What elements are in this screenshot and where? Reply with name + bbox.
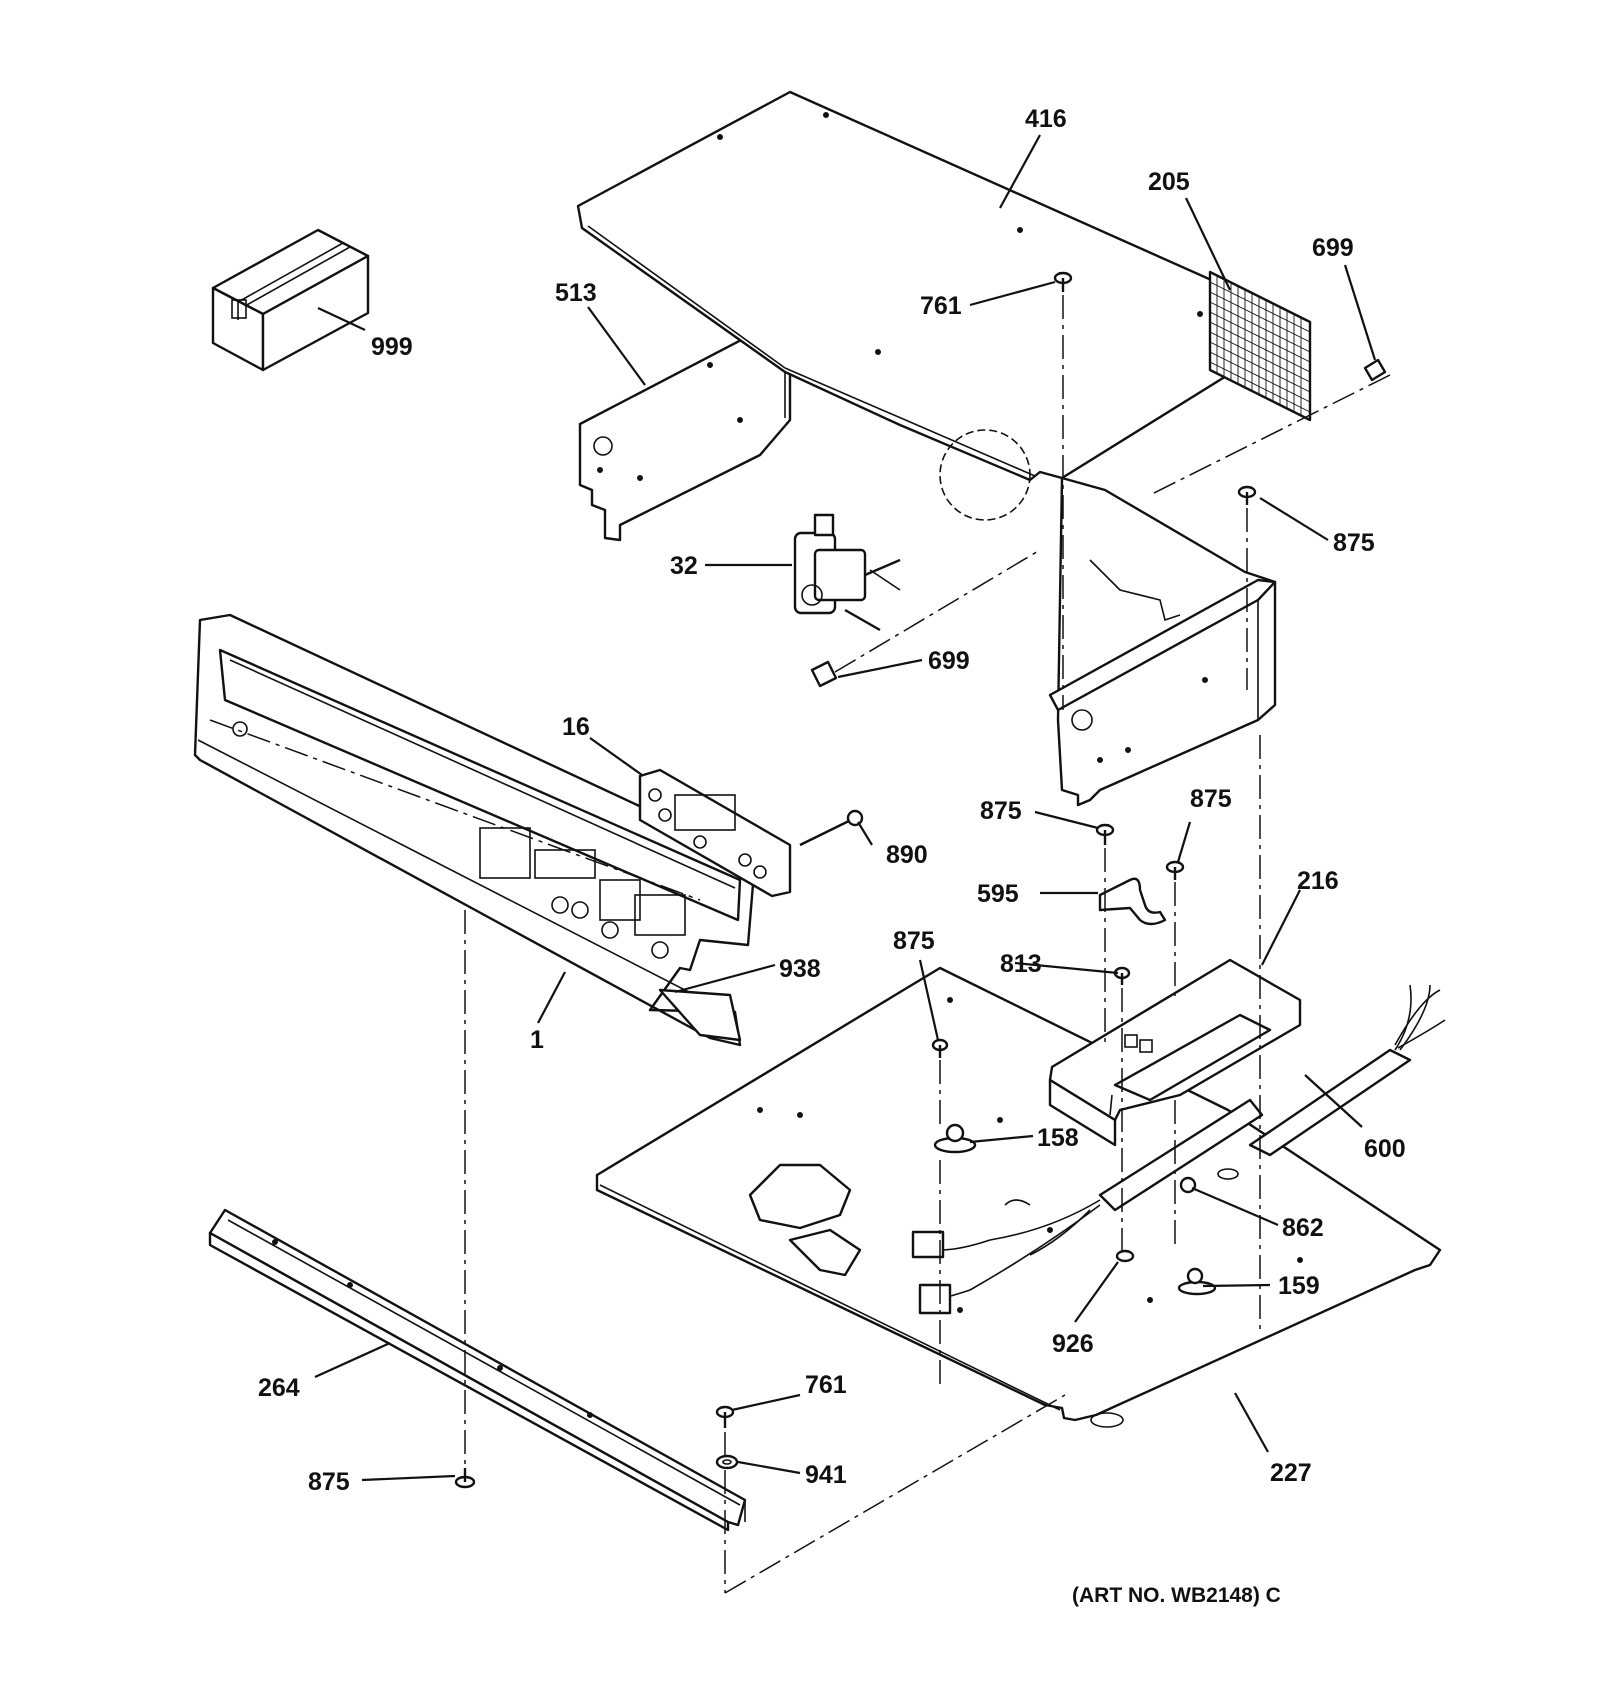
callout-862: 862: [1282, 1214, 1324, 1242]
callout-595: 595: [977, 880, 1019, 908]
callout-513: 513: [555, 279, 597, 307]
callout-999: 999: [371, 333, 413, 361]
callout-227: 227: [1270, 1459, 1312, 1487]
thermostat-158-part: [933, 1123, 977, 1154]
callout-761-top: 761: [920, 292, 962, 320]
callout-926: 926: [1052, 1330, 1094, 1358]
callout-32: 32: [670, 552, 698, 580]
control-panel-trim-part: [193, 613, 757, 1047]
callout-158: 158: [1037, 1124, 1079, 1152]
callout-699-mid: 699: [928, 647, 970, 675]
callout-205: 205: [1148, 168, 1190, 196]
callout-761-bottom: 761: [805, 1371, 847, 1399]
thermostat-159-part: [1177, 1267, 1217, 1296]
callout-875-right: 875: [1333, 529, 1375, 557]
fastener-875-b-part: [1165, 860, 1185, 880]
callout-600: 600: [1364, 1135, 1406, 1163]
callout-890: 890: [886, 841, 928, 869]
callout-813: 813: [1000, 950, 1042, 978]
callout-264: 264: [258, 1374, 300, 1402]
fastener-699-top-part: [1363, 358, 1387, 382]
motor-latch-assembly-part: [793, 513, 901, 632]
front-rail-part: [208, 1208, 747, 1532]
fastener-875-c-part: [931, 1038, 949, 1058]
fastener-761-bottom-part: [715, 1405, 735, 1428]
callout-1: 1: [530, 1026, 544, 1054]
wire-harness-part: [911, 984, 1446, 1315]
vent-screen-part: [1208, 270, 1312, 422]
callout-159: 159: [1278, 1272, 1320, 1300]
callout-938: 938: [779, 955, 821, 983]
callout-875-a: 875: [980, 797, 1022, 825]
callout-875-bottom: 875: [308, 1468, 350, 1496]
art-number: (ART NO. WB2148) C: [1072, 1584, 1281, 1607]
callout-875-c: 875: [893, 927, 935, 955]
screw-890-part: [799, 809, 864, 847]
leader-lines: [314, 134, 1377, 1482]
fastener-699-mid-part: [810, 660, 838, 688]
assembly-center-lines: [209, 295, 1391, 1594]
cable-clamp-part: [1098, 877, 1167, 926]
fastener-813-part: [1113, 966, 1131, 985]
screw-862-part: [1179, 1176, 1197, 1194]
fastener-875-bottom-part: [454, 1468, 476, 1489]
callout-699-top: 699: [1312, 234, 1354, 262]
rear-side-bracket-part: [578, 321, 792, 542]
literature-box-part: [211, 228, 370, 372]
callout-216: 216: [1297, 867, 1339, 895]
callout-416: 416: [1025, 105, 1067, 133]
callout-875-b: 875: [1190, 785, 1232, 813]
base-plate-part: [595, 966, 1442, 1428]
wiring-cover-part: [1048, 958, 1302, 1147]
fastener-875-a-part: [1095, 823, 1115, 845]
control-board-part: [638, 768, 792, 898]
top-cover-part: [576, 90, 1312, 482]
callout-941: 941: [805, 1461, 847, 1489]
callout-16: 16: [562, 713, 590, 741]
washer-941-part: [715, 1454, 739, 1470]
clip-926-part: [1115, 1249, 1135, 1263]
fastener-875-right-part: [1237, 485, 1257, 505]
right-side-bracket-part: [939, 429, 1277, 807]
fastener-761-top-part: [1053, 271, 1073, 292]
callout-labels: 416 205 699 513 761 999 875 32 699 16 89…: [258, 105, 1406, 1607]
